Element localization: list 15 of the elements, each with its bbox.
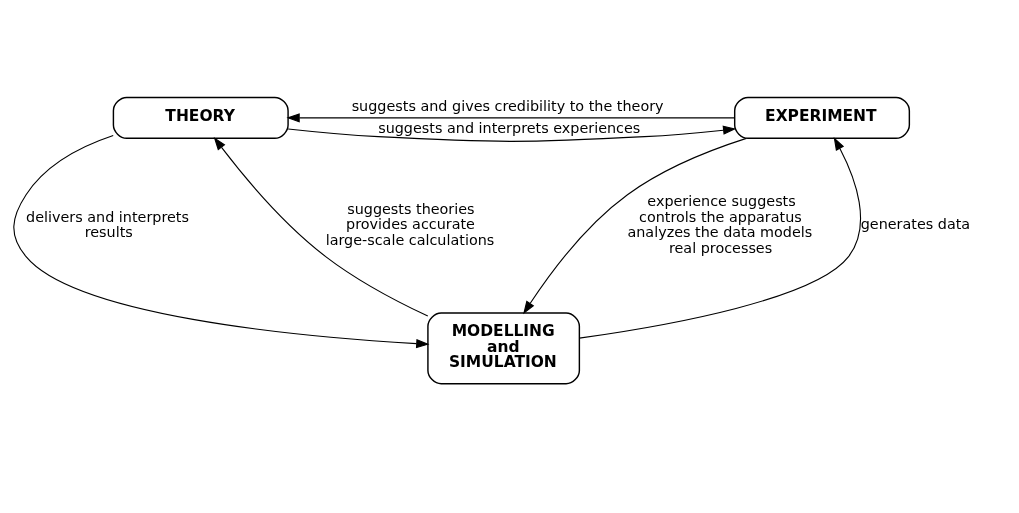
edge-label: suggests and gives credibility to the theory — [351, 97, 664, 114]
edge-label: suggests theories provides accurate large-scale calculations — [325, 200, 495, 248]
arrow — [213, 137, 429, 317]
arrow — [523, 137, 747, 315]
arrow — [13, 135, 430, 349]
edge-label: delivers and interprets results — [26, 208, 189, 241]
arrow — [286, 113, 736, 123]
arrow — [287, 125, 737, 142]
edge-label: generates data — [860, 216, 971, 233]
node-box: MODELLING and SIMULATION — [427, 312, 581, 385]
node-box: EXPERIMENT — [733, 96, 911, 140]
edge-label: experience suggests controls the apparatus analyzes the data models real processes — [627, 193, 813, 256]
node-box: THEORY — [112, 96, 289, 140]
arrow — [578, 137, 862, 339]
edge-label: suggests and interprets experiences — [378, 119, 641, 136]
